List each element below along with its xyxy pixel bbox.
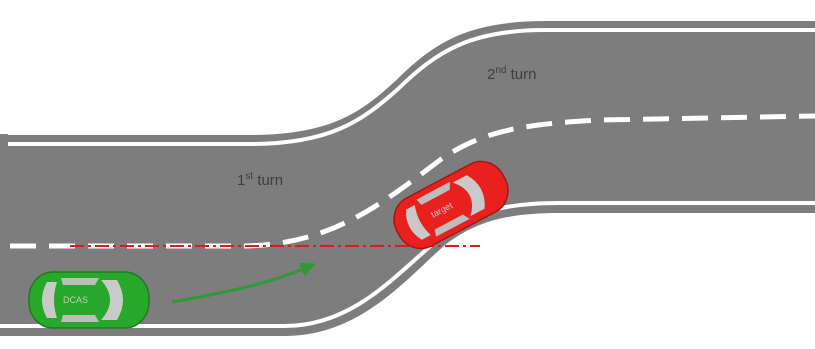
- ego-car-rear-window: [42, 282, 57, 318]
- lane-center-dashed: [10, 113, 815, 249]
- first-turn-label: 1st turn: [237, 171, 283, 189]
- target-car-side-window-top: [416, 181, 450, 205]
- road-edge-outer-top: [8, 28, 815, 146]
- target-car-rear-window: [405, 205, 431, 240]
- road-border-bottom: [0, 215, 815, 341]
- ego-car-side-window-bottom: [61, 315, 99, 322]
- road-border-top: [8, 19, 815, 135]
- target-car-windshield: [452, 175, 485, 217]
- ego-car-label: DCAS: [63, 295, 88, 305]
- target-car-side-window-bottom: [434, 214, 470, 237]
- target-car: target: [393, 160, 509, 250]
- trajectory-arrow: [171, 262, 316, 304]
- road-surface: [0, 20, 815, 336]
- ego-car-side-window-top: [61, 278, 99, 285]
- ego-car: DCAS: [28, 271, 150, 329]
- ego-car-windshield: [101, 280, 123, 320]
- second-turn-label: 2nd turn: [487, 65, 536, 83]
